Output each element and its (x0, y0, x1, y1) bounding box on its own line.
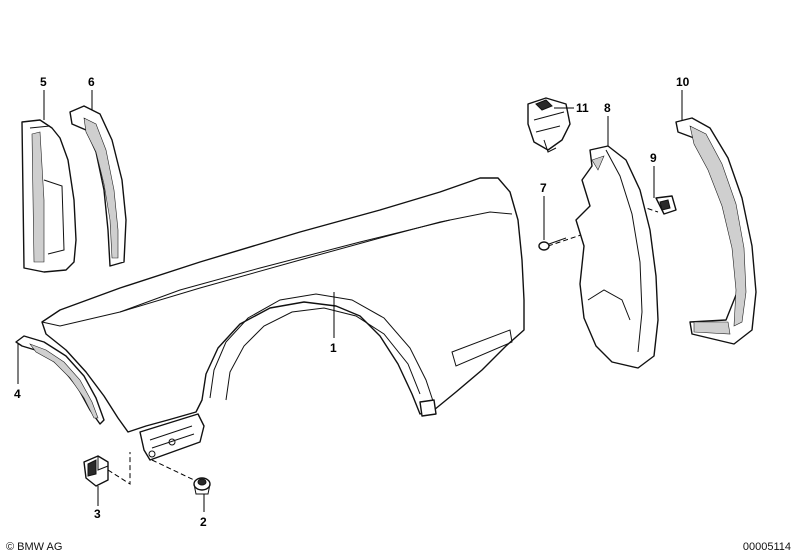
callout-3[interactable]: 3 (94, 507, 101, 521)
callout-1[interactable]: 1 (330, 341, 337, 355)
fender-mounting-bracket[interactable] (139, 413, 205, 461)
copyright-text: © BMW AG (6, 541, 63, 553)
part-4-arch-trim[interactable] (15, 335, 105, 425)
callout-6[interactable]: 6 (88, 75, 95, 89)
leader-lines (17, 90, 683, 512)
part-9-clip[interactable] (655, 195, 677, 215)
callout-7[interactable]: 7 (540, 181, 547, 195)
callout-10[interactable]: 10 (676, 75, 690, 89)
callout-4[interactable]: 4 (14, 387, 21, 401)
callout-labels: 1 2 3 4 5 6 7 8 9 10 11 (14, 75, 690, 529)
callout-5[interactable]: 5 (40, 75, 47, 89)
callout-9[interactable]: 9 (650, 151, 657, 165)
part-6-seal-strip[interactable] (69, 105, 127, 267)
assembly-line-clip (107, 452, 131, 485)
assembly-line-bolt (151, 459, 195, 481)
callout-8[interactable]: 8 (604, 101, 611, 115)
part-3-clip-nut[interactable] (83, 455, 109, 487)
part-2-bolt[interactable] (193, 477, 211, 495)
callout-2[interactable]: 2 (200, 515, 207, 529)
part-7-screw[interactable] (538, 237, 567, 251)
part-8-wheelhouse-liner[interactable] (575, 145, 659, 369)
part-10-seal-strip[interactable] (675, 117, 757, 345)
part-1-front-fender[interactable] (41, 177, 525, 433)
part-11-bracket[interactable] (527, 97, 571, 153)
callout-11[interactable]: 11 (576, 101, 589, 115)
document-number: 00005114 (742, 541, 791, 553)
part-5-inner-panel[interactable] (21, 119, 77, 273)
